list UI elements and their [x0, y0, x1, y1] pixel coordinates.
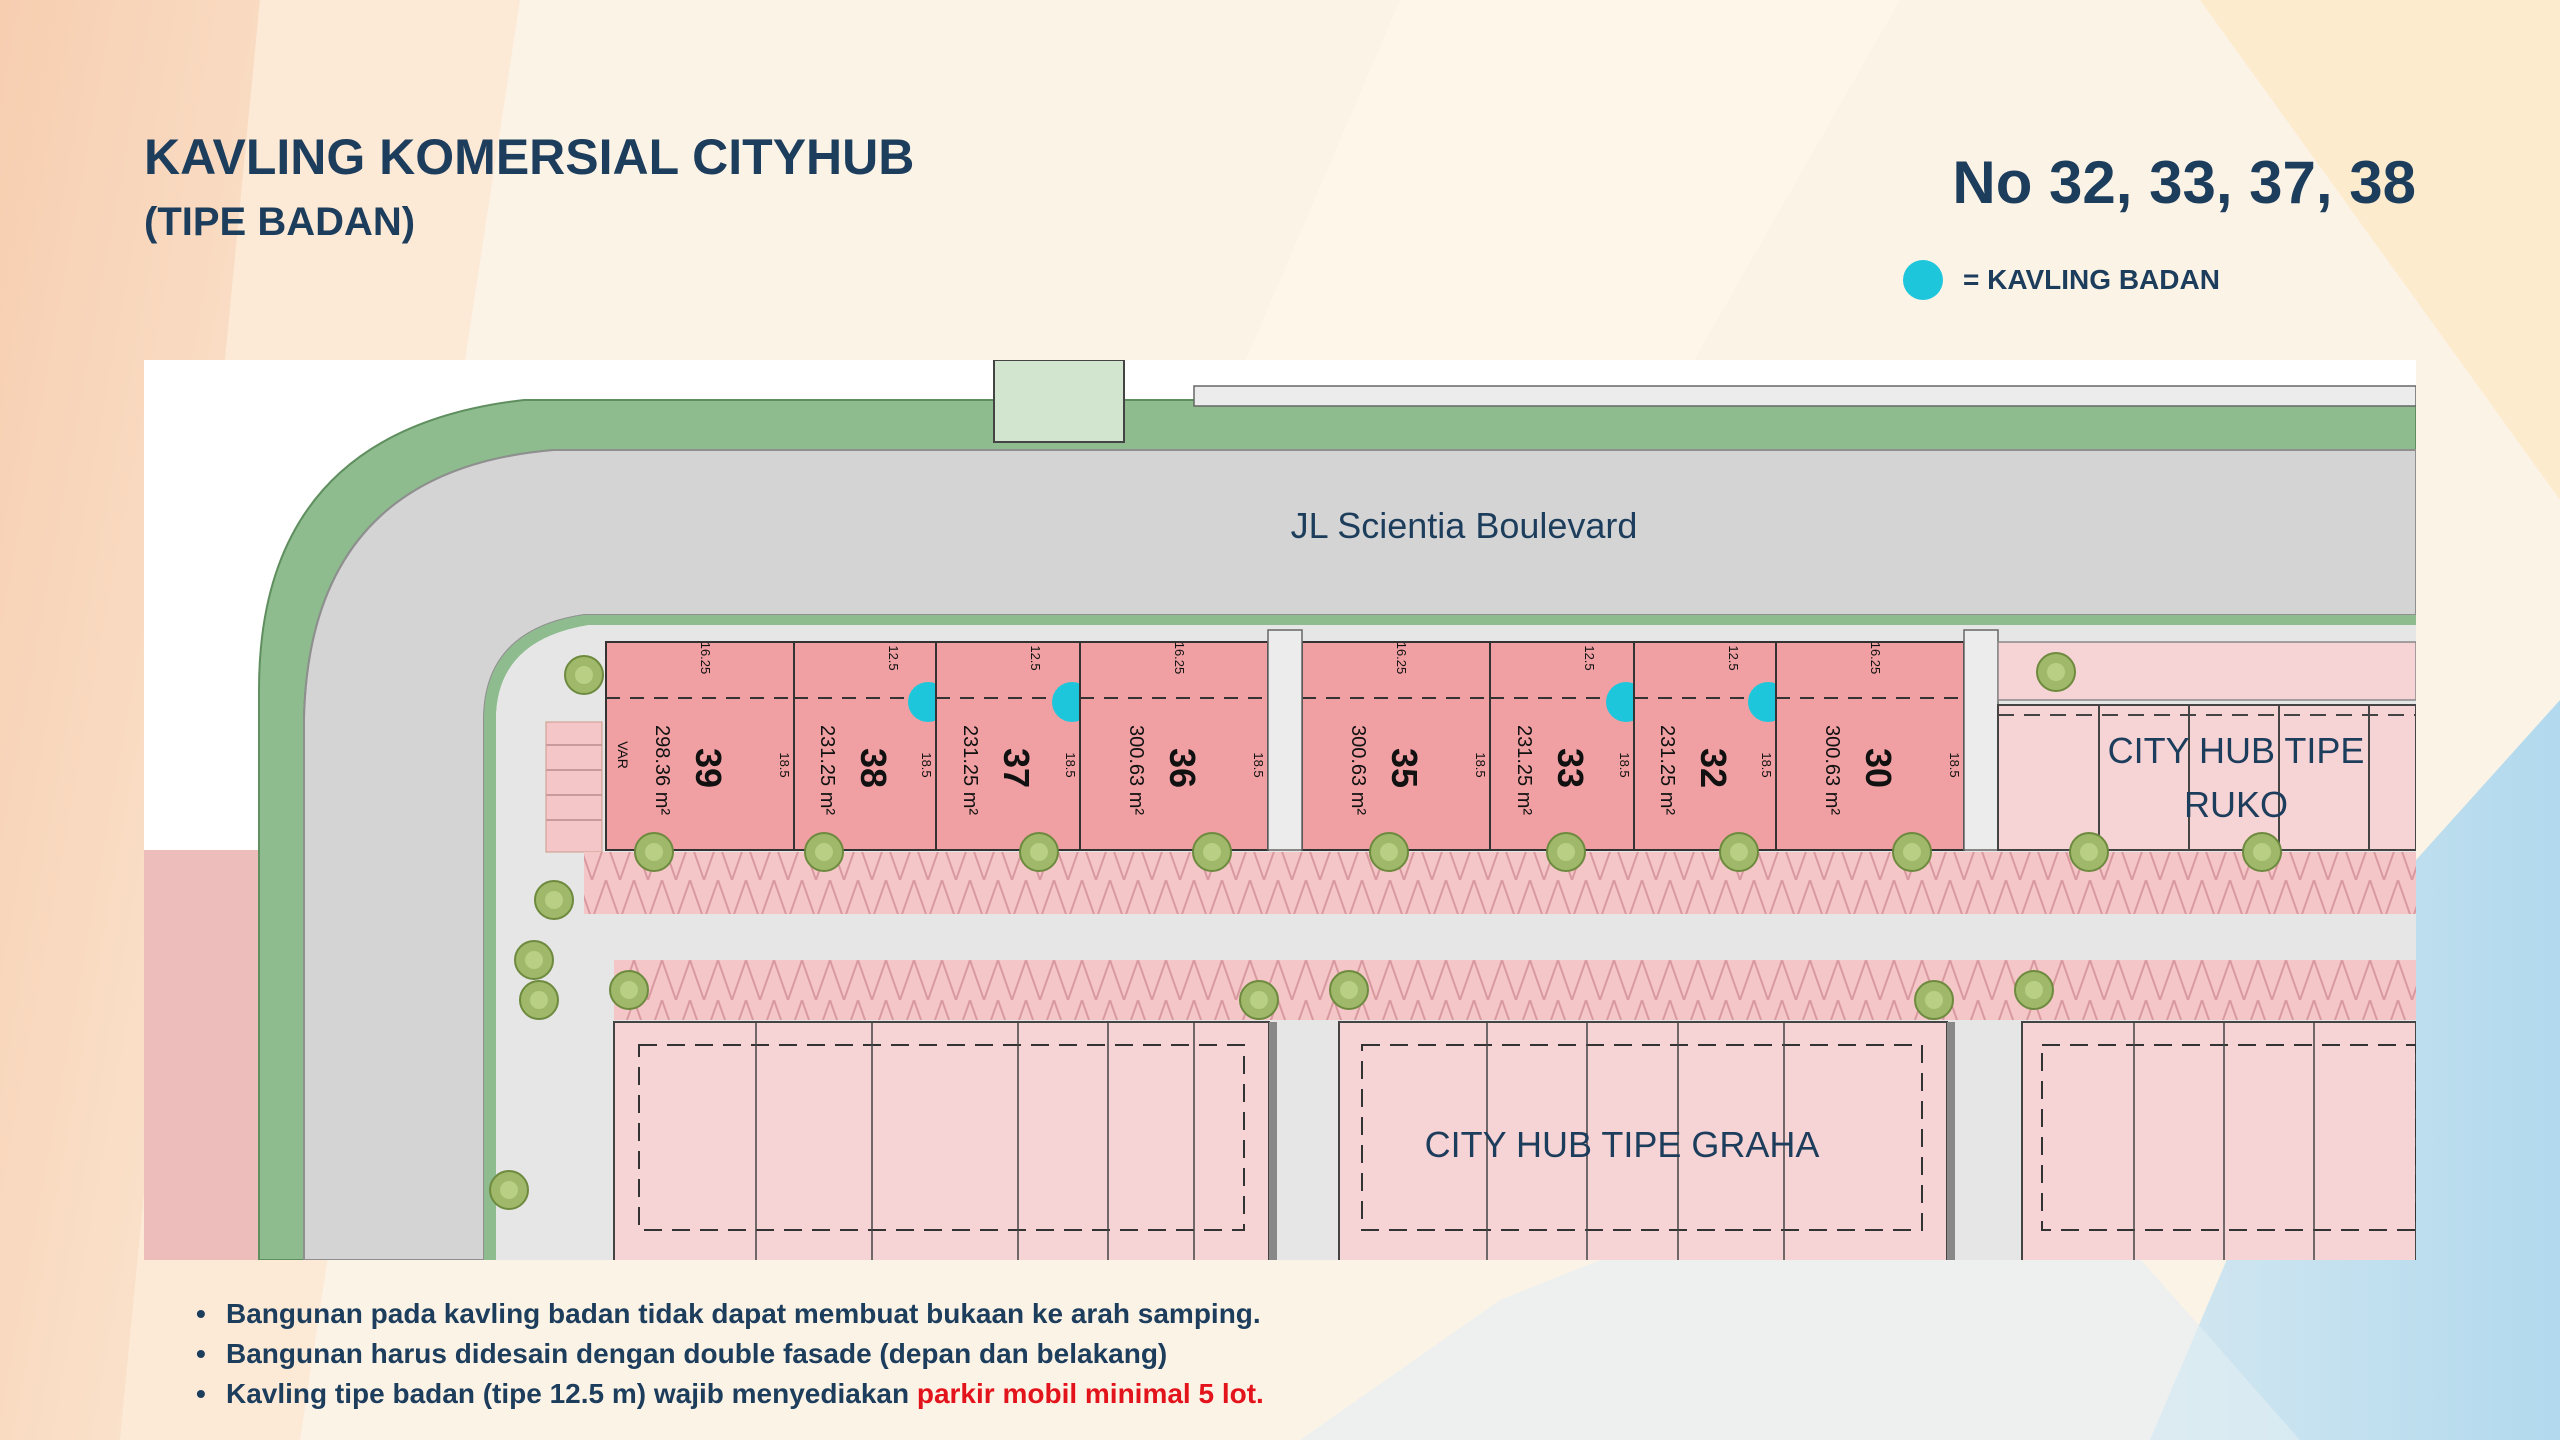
tree-icon	[1914, 980, 1954, 1020]
top-strip	[1193, 385, 2416, 407]
lot-area: 231.25 m²	[1656, 725, 1678, 815]
legend-marker-icon	[1903, 260, 1943, 300]
var-label: VAR	[615, 741, 631, 769]
lot-30: 30 300.63 m² 16.25 18.5	[1775, 641, 1965, 851]
note-item: •Kavling tipe badan (tipe 12.5 m) wajib …	[196, 1378, 1264, 1409]
tree-icon	[514, 940, 554, 980]
lot-area: 231.25 m²	[1513, 725, 1535, 815]
site-plan-svg: JL Scientia Boulevard 39 298.36 m² 16.25 18…	[144, 360, 2416, 1260]
ruko-label-line2: RUKO	[2184, 784, 2288, 825]
parking-row-4	[614, 960, 1409, 1020]
lot-side-dimension: 18.5	[919, 752, 934, 777]
lot-35: 35 300.63 m² 16.25 18.5	[1301, 641, 1491, 851]
lot-area: 300.63 m²	[1125, 725, 1147, 815]
page-title: KAVLING KOMERSIAL CITYHUB	[144, 129, 915, 185]
lot-38: 38 231.25 m² 12.5 18.5	[793, 641, 948, 851]
lot-side-dimension: 18.5	[1617, 752, 1632, 777]
lot-number: 37	[996, 748, 1037, 788]
lot-side-dimension: 18.5	[1063, 752, 1078, 777]
lot-front-dimension: 16.25	[1394, 642, 1409, 675]
lot-number: 32	[1693, 748, 1734, 788]
tree-icon	[1369, 832, 1409, 872]
tree-icon	[609, 970, 649, 1010]
page-subtitle: (TIPE BADAN)	[144, 200, 416, 244]
lot-numbers-heading: No 32, 33, 37, 38	[1952, 149, 2416, 216]
green-plot	[993, 360, 1125, 443]
lot-side-dimension: 18.5	[1947, 752, 1962, 777]
ruko-label-line1: CITY HUB TIPE	[2108, 730, 2365, 771]
lot-front-dimension: 12.5	[1726, 645, 1741, 670]
lot-front-dimension: 16.25	[1868, 642, 1883, 675]
tree-icon	[2014, 970, 2054, 1010]
tree-icon	[1329, 970, 1369, 1010]
site-plan-map: JL Scientia Boulevard 39 298.36 m² 16.25 18…	[144, 360, 2416, 1260]
note-item: •Bangunan pada kavling badan tidak dapat…	[196, 1298, 1261, 1329]
lot-39: 39 298.36 m² 16.25 18.5	[605, 641, 795, 851]
lot-number: 35	[1384, 748, 1425, 788]
tree-icon	[1892, 832, 1932, 872]
lot-area: 231.25 m²	[959, 725, 981, 815]
tree-icon	[1546, 832, 1586, 872]
legend-label: = KAVLING BADAN	[1963, 264, 2220, 295]
entry-hatch	[546, 744, 602, 821]
lot-area: 298.36 m²	[651, 725, 673, 815]
ruko-block	[1997, 704, 2416, 851]
graha-blocks	[613, 1021, 2416, 1260]
parking-row-6	[2022, 960, 2416, 1020]
road-label: JL Scientia Boulevard	[1291, 505, 1638, 546]
lot-side-dimension: 18.5	[777, 752, 792, 777]
parking-row-1	[584, 852, 1406, 914]
tree-icon	[1019, 832, 1059, 872]
tree-icon	[2069, 832, 2109, 872]
tree-icon	[1239, 980, 1279, 1020]
lot-number: 33	[1550, 748, 1591, 788]
note-highlight: parkir mobil minimal 5 lot.	[916, 1378, 1264, 1409]
lot-side-dimension: 18.5	[1251, 752, 1266, 777]
notes-list: •Bangunan pada kavling badan tidak dapat…	[196, 1294, 1264, 1414]
tree-icon	[1719, 832, 1759, 872]
lot-front-dimension: 12.5	[1582, 645, 1597, 670]
lot-number: 36	[1162, 748, 1203, 788]
tree-icon	[564, 655, 604, 695]
lot-36: 36 300.63 m² 16.25 18.5	[1079, 641, 1269, 851]
lot-front-dimension: 12.5	[886, 645, 901, 670]
lot-number: 38	[853, 748, 894, 788]
trees	[489, 652, 2282, 1210]
lot-front-dimension: 16.25	[698, 642, 713, 675]
parking-row-3	[2004, 852, 2416, 914]
lot-side-dimension: 18.5	[1473, 752, 1488, 777]
tree-icon	[1192, 832, 1232, 872]
lot-front-dimension: 16.25	[1172, 642, 1187, 675]
entry-area	[545, 721, 603, 853]
lot-number: 39	[688, 748, 729, 788]
lot-33: 33 231.25 m² 12.5 18.5	[1489, 641, 1646, 851]
lot-37: 37 231.25 m² 12.5 18.5	[935, 641, 1092, 851]
lot-area: 300.63 m²	[1821, 725, 1843, 815]
note-item: •Bangunan harus didesain dengan double f…	[196, 1338, 1168, 1369]
tree-icon	[2036, 652, 2076, 692]
lot-area: 300.63 m²	[1347, 725, 1369, 815]
lot-number: 30	[1858, 748, 1899, 788]
tree-icon	[534, 880, 574, 920]
graha-label: CITY HUB TIPE GRAHA	[1425, 1124, 1820, 1165]
legend: = KAVLING BADAN	[1903, 259, 2220, 301]
tree-icon	[2242, 832, 2282, 872]
lot-front-dimension: 12.5	[1028, 645, 1043, 670]
lot-side-dimension: 18.5	[1759, 752, 1774, 777]
ruko-dividers	[2098, 705, 2370, 850]
tree-icon	[519, 980, 559, 1020]
lot-32: 32 231.25 m² 12.5 18.5	[1633, 641, 1788, 851]
lot-area: 231.25 m²	[816, 725, 838, 815]
tree-icon	[634, 832, 674, 872]
tree-icon	[489, 1170, 529, 1210]
parking-row-5	[1339, 960, 2147, 1020]
tree-icon	[804, 832, 844, 872]
